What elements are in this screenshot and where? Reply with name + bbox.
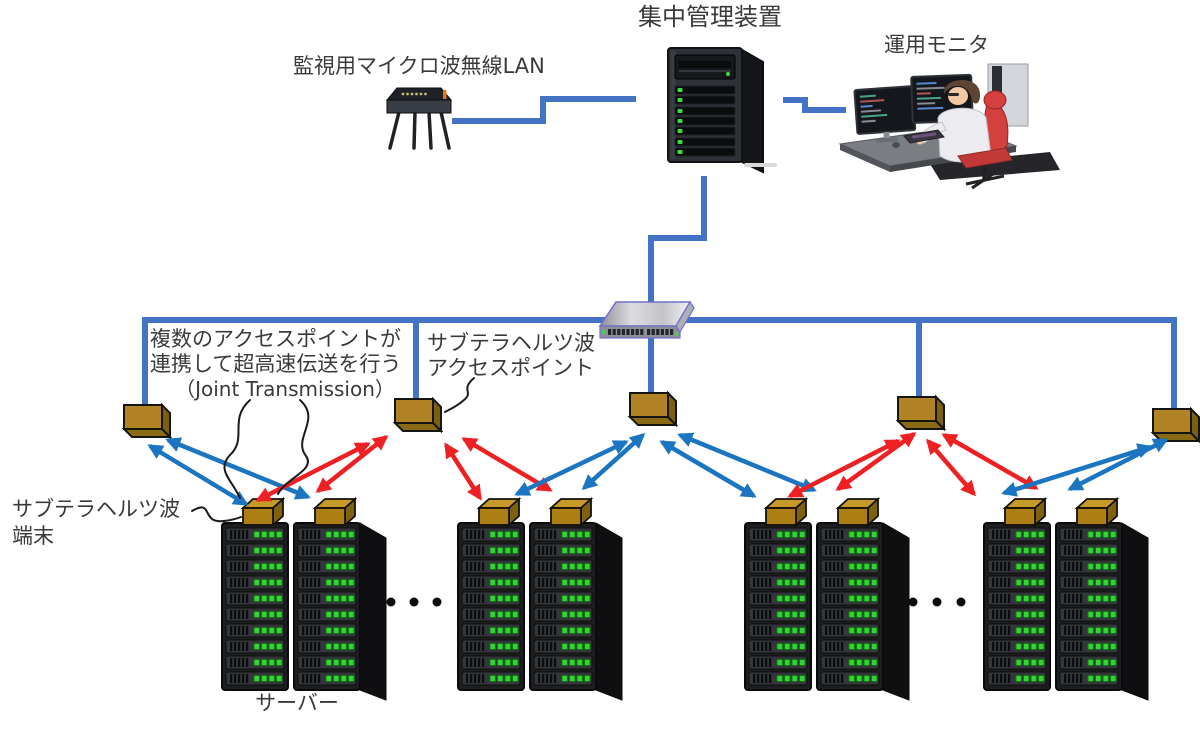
joint-note-line1: 複数のアクセスポイントが [150,327,401,351]
annotation-squiggles [191,377,475,523]
access-point-label-line1: サブテラヘルツ波 [427,331,595,355]
subthz-access-points [121,390,1200,444]
joint-transmission-pointer-right [277,399,310,495]
ellipsis-dots [386,597,966,607]
server-racks [221,522,1149,701]
terminal-pointer [191,506,242,523]
joint-note-line3: （Joint Transmission） [175,377,395,401]
network-switch-icon [598,300,695,339]
central-management-label: 集中管理装置 [638,3,782,31]
joint-transmission-pointer-left [223,399,251,499]
terminal-label-line1: サブテラヘルツ波 [12,497,180,521]
operation-monitor-illustration [838,63,1060,190]
copyright-watermark [744,163,777,167]
operation-monitor-label: 運用モニタ [884,33,989,57]
subthz-terminals [240,496,1120,528]
terminal-label-line2: 端末 [12,524,54,548]
joint-note-line2: 連携して超高速伝送を行う [150,352,402,376]
server-label: サーバー [255,691,339,715]
access-point-pointer [444,377,475,413]
access-point-label-line2: アクセスポイント [427,356,594,380]
wireless-link-arrows [147,432,1169,506]
microwave-lan-label: 監視用マイクロ波無線LAN [293,54,545,78]
microwave-lan-device-icon [385,87,453,150]
central-management-server-icon [667,47,764,174]
